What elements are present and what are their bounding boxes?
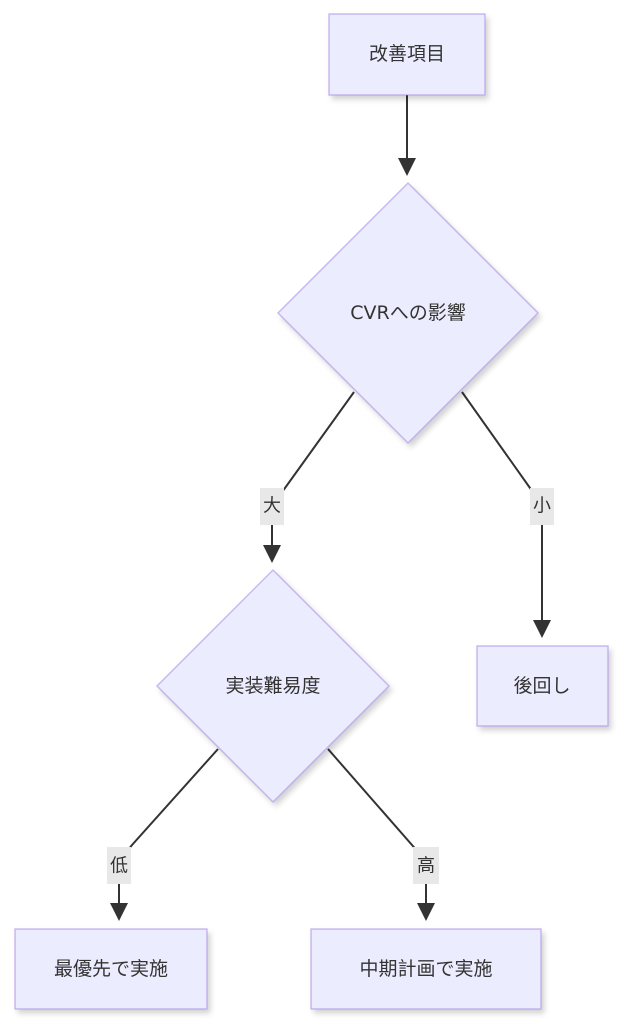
node-mid-term[interactable]: 中期計画で実施 xyxy=(310,928,542,1010)
edge-line xyxy=(327,748,427,862)
node-label: CVRへの影響 xyxy=(350,302,465,324)
node-shape xyxy=(476,645,609,727)
node-shape xyxy=(310,928,542,1010)
arrowhead-icon xyxy=(398,158,416,176)
edge-cvr-to-difficulty: 大 xyxy=(260,391,355,563)
edge-label-bg xyxy=(107,847,131,884)
node-label: 最優先で実施 xyxy=(54,958,168,980)
arrowhead-icon xyxy=(110,903,128,921)
edge-label: 大 xyxy=(263,496,281,517)
node-label: 中期計画で実施 xyxy=(359,958,492,980)
node-shape xyxy=(155,568,391,804)
edge-cvr-to-postpone: 小 xyxy=(461,391,554,638)
node-cvr-decision[interactable]: CVRへの影響 xyxy=(276,181,540,445)
node-label: 改善項目 xyxy=(369,43,445,65)
edge-difficulty-to-top: 低 xyxy=(107,748,219,921)
edge-label-bg xyxy=(260,488,284,525)
edge-label-bg xyxy=(413,847,439,884)
node-shape xyxy=(328,13,486,96)
arrowhead-icon xyxy=(417,903,435,921)
arrowhead-icon xyxy=(533,620,551,638)
node-label: 後回し xyxy=(513,675,570,697)
node-difficulty-decision[interactable]: 実装難易度 xyxy=(155,568,391,804)
edge-label-bg xyxy=(530,488,554,525)
edge-label: 高 xyxy=(417,856,435,877)
edge-difficulty-to-mid: 高 xyxy=(327,748,439,921)
edge-line xyxy=(271,391,355,506)
node-postpone[interactable]: 後回し xyxy=(476,645,609,727)
edge-label: 小 xyxy=(533,496,551,517)
node-shape xyxy=(276,181,540,445)
arrowhead-icon xyxy=(263,545,281,563)
edge-line xyxy=(118,748,219,862)
edge-start-to-cvr xyxy=(398,95,416,176)
node-top-priority[interactable]: 最優先で実施 xyxy=(14,928,208,1010)
node-shape xyxy=(14,928,208,1010)
node-label: 実装難易度 xyxy=(225,675,320,697)
edge-label: 低 xyxy=(110,856,128,877)
node-start[interactable]: 改善項目 xyxy=(328,13,486,96)
